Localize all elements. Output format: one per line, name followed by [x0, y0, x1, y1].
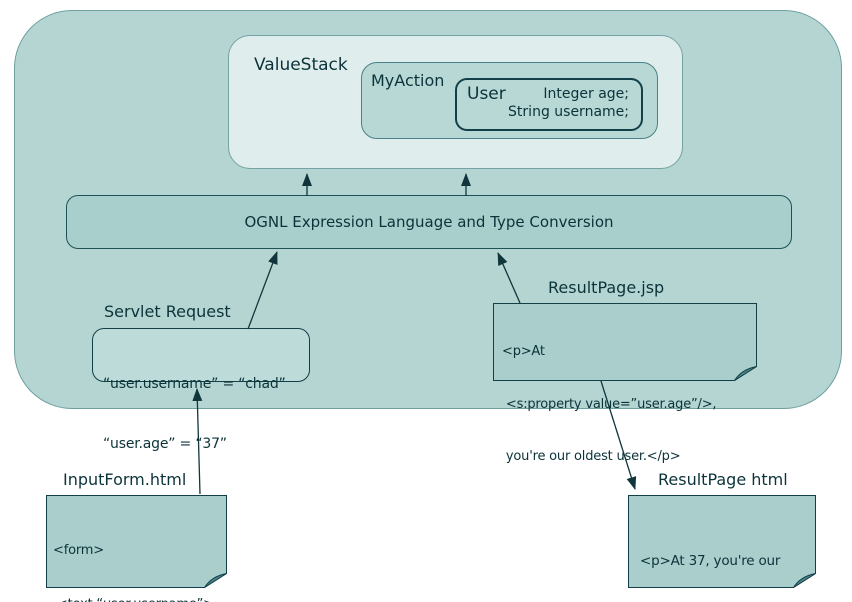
user-box: User Integer age; String username; — [455, 78, 643, 131]
resultpage-html-note: <p>At 37, you're our oldest user.</p> — [628, 495, 816, 588]
valuestack-label: ValueStack — [254, 55, 348, 75]
user-fields: Integer age; String username; — [508, 85, 629, 121]
note-shape — [628, 495, 816, 588]
servlet-request-label: Servlet Request — [104, 302, 231, 321]
user-field-username: String username; — [508, 104, 629, 120]
resultpage-html-label: ResultPage html — [658, 470, 788, 489]
inputform-label: InputForm.html — [63, 470, 187, 489]
servlet-request-line: “user.age” = “37” — [103, 436, 227, 452]
resultpage-jsp-note: <p>At <s:property value=”user.age”/>, yo… — [493, 303, 757, 464]
note-shape — [46, 495, 227, 588]
servlet-request-box: “user.username” = “chad” “user.age” = “3… — [92, 328, 310, 452]
resultpage-jsp-label: ResultPage.jsp — [548, 278, 665, 297]
myaction-label: MyAction — [371, 71, 445, 90]
ognl-bar-label: OGNL Expression Language and Type Conver… — [244, 213, 614, 231]
inputform-code: <form> <text “user.username”> <text “use… — [53, 543, 214, 602]
ognl-bar: OGNL Expression Language and Type Conver… — [66, 195, 792, 249]
user-field-age: Integer age; — [543, 86, 629, 102]
user-label: User — [467, 84, 506, 104]
folded-corner-icon — [734, 366, 757, 381]
folded-corner-icon — [204, 573, 227, 588]
servlet-request-line: “user.username” = “chad” — [103, 376, 286, 392]
note-shape — [493, 303, 757, 381]
resultpage-html-code: <p>At 37, you're our oldest user.</p> — [640, 553, 781, 569]
inputform-note: <form> <text “user.username”> <text “use… — [46, 495, 227, 602]
folded-corner-icon — [793, 573, 816, 588]
